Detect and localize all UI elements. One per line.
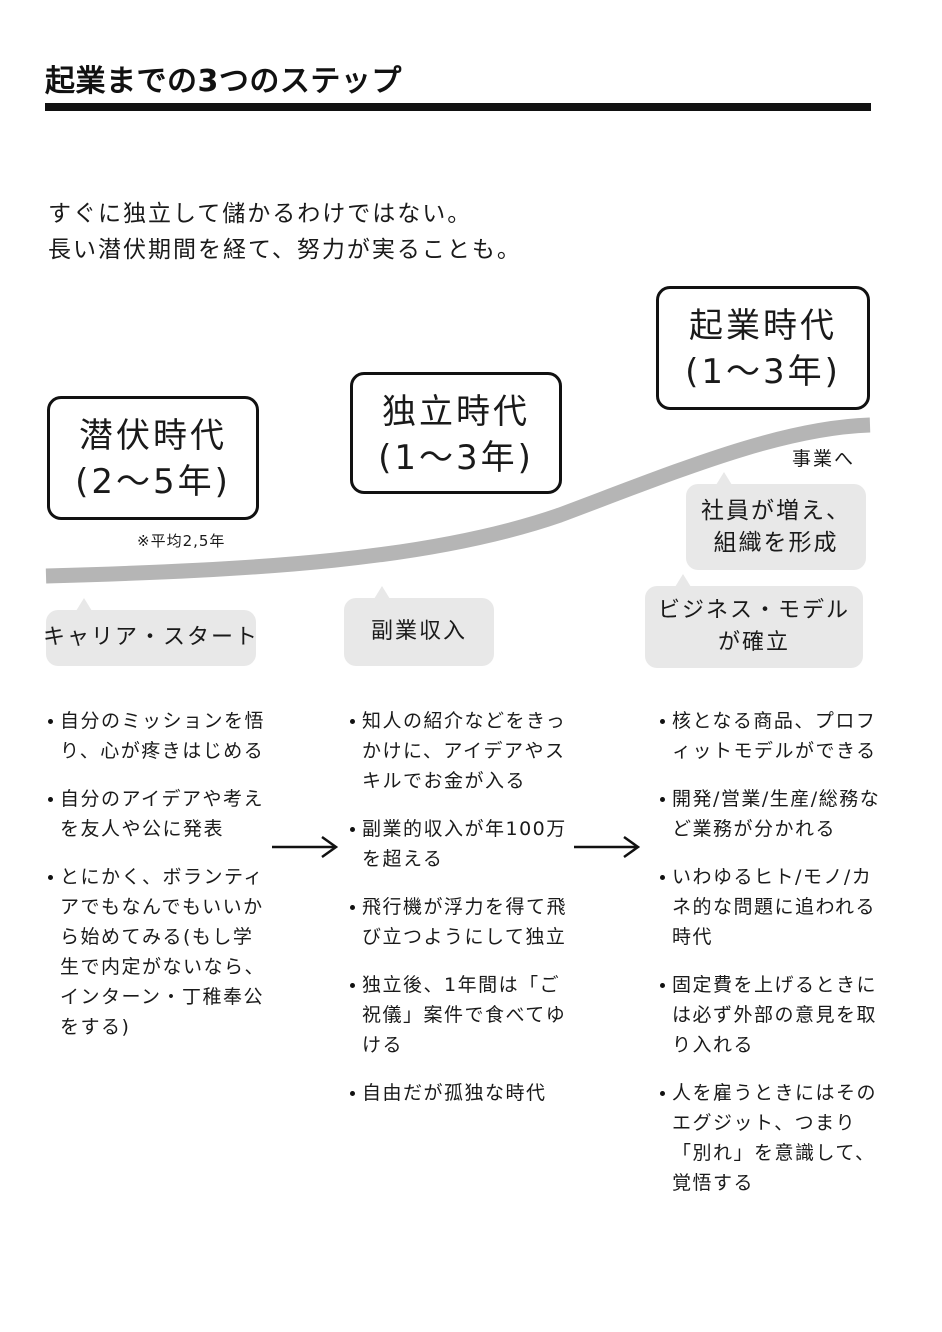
bullets-startup: 核となる商品、プロフィットモデルができる 開発/営業/生産/総務など業務が分かれ… [660,706,882,1216]
bullet-item: 自由だが孤独な時代 [350,1078,572,1108]
intro-line-2: 長い潜伏期間を経て、努力が実ることも。 [48,237,522,263]
stage-bubble-career-start: キャリア・スタート [43,598,260,666]
stage-bubble-label: が確立 [717,630,790,655]
sub-bubble-line: 社員が増え、 [701,498,851,524]
era-side-note: 事業へ [792,448,856,470]
bullet-item: 副業的収入が年100万を超える [350,814,572,874]
sub-bubble-line: 組織を形成 [713,530,839,556]
era-name: 潜伏時代 [79,416,227,456]
bullet-item: いわゆるヒト/モノ/カネ的な問題に追われる時代 [660,862,882,952]
bullet-item: とにかく、ボランティアでもなんでもいいから始めてみる(もし学生で内定がないなら、… [48,862,270,1042]
sub-bubble-organization: 社員が増え、 組織を形成 [686,472,866,570]
stage-bubble-label: キャリア・スタート [43,625,260,650]
bullet-item: 自分のアイデアや考えを友人や公に発表 [48,784,270,844]
era-name: 独立時代 [382,392,530,432]
stage-bubble-label: 副業収入 [370,619,467,644]
right-arrow-icon [272,835,339,859]
bullet-item: 核となる商品、プロフィットモデルができる [660,706,882,766]
page-title: 起業までの3つのステップ [45,64,402,99]
era-box-independence: 独立時代 (1〜3年) [350,372,562,494]
era-period: (2〜5年) [75,462,231,502]
era-box-startup: 起業時代 (1〜3年) [656,286,870,410]
bullet-item: 固定費を上げるときには必ず外部の意見を取り入れる [660,970,882,1060]
growth-curve-path [45,417,871,584]
right-arrow-icon [574,835,641,859]
era-box-latent: 潜伏時代 (2〜5年) [47,396,259,520]
stage-bubble-label: ビジネス・モデル [657,598,850,623]
bullet-item: 独立後、1年間は「ご祝儀」案件で食べてゆける [350,970,572,1060]
stage-bubble-business-model: ビジネス・モデル が確立 [645,574,863,668]
era-name: 起業時代 [689,306,837,346]
bullets-latent: 自分のミッションを悟り、心が疼きはじめる 自分のアイデアや考えを友人や公に発表 … [48,706,270,1060]
intro-line-1: すぐに独立して儲かるわけではない。 [48,201,473,227]
bullets-independence: 知人の紹介などをきっかけに、アイデアやスキルでお金が入る 副業的収入が年100万… [350,706,572,1126]
era-note-average: ※平均2,5年 [137,532,226,550]
bullet-item: 開発/営業/生産/総務など業務が分かれる [660,784,882,844]
era-period: (1〜3年) [378,438,534,478]
title-rule [45,103,871,111]
bullet-item: 知人の紹介などをきっかけに、アイデアやスキルでお金が入る [350,706,572,796]
bullet-item: 飛行機が浮力を得て飛び立つようにして独立 [350,892,572,952]
intro-text: すぐに独立して儲かるわけではない。 長い潜伏期間を経て、努力が実ることも。 [48,196,668,268]
bullet-item: 人を雇うときにはそのエグジット、つまり「別れ」を意識して、覚悟する [660,1078,882,1198]
stage-bubble-side-income: 副業収入 [344,586,494,666]
bullet-item: 自分のミッションを悟り、心が疼きはじめる [48,706,270,766]
era-period: (1〜3年) [685,352,841,392]
